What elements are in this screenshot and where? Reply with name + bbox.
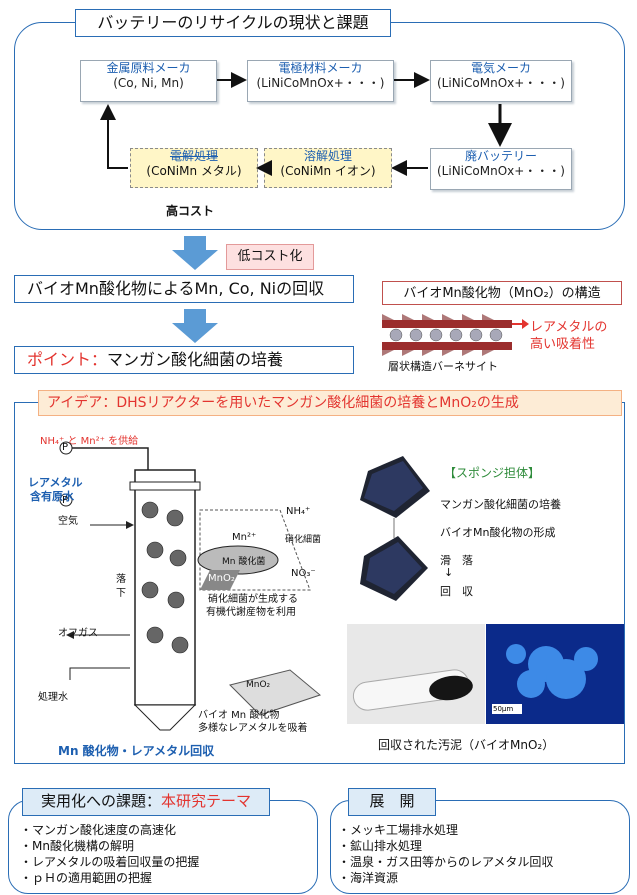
waste-battery-title: 廃バッテリー [464, 149, 537, 163]
point-text: マンガン酸化細菌の培養 [107, 350, 284, 369]
electrolysis-box: 電解処理 (CoNiMn メタル) [130, 148, 258, 188]
rare-metal-label-2: 高い吸着性 [530, 337, 596, 352]
offgas-label: オフガス [58, 628, 98, 639]
sludge-tube-photo [347, 624, 485, 724]
issues-list: マンガン酸化速度の高速化 Mn酸化機構の解明 レアメタルの吸着回収量の把握 ｐＨ… [20, 822, 199, 886]
structure-arrow [512, 319, 529, 329]
raw-water-label-1: レアメタル [28, 476, 83, 489]
idea-text: DHSリアクターを用いたマンガン酸化細菌の培養とMnO₂の生成 [116, 395, 519, 411]
electrolysis-title: 電解処理 [169, 149, 218, 163]
reactor-footer: Mn 酸化物・レアメタル回収 [58, 744, 215, 758]
electric-sub: (LiNiCoMnOx+・・・) [437, 76, 565, 90]
electrode-sub: (LiNiCoMnOx+・・・) [256, 76, 385, 90]
down-arrow-1 [172, 236, 218, 270]
dissolve-box: 溶解処理 (CoNiMn イオン) [264, 148, 392, 188]
list-item: レアメタルの吸着回収量の把握 [20, 854, 199, 870]
high-cost-label: 高コスト [166, 204, 215, 218]
sponge-title: 【スポンジ担体】 [444, 466, 541, 480]
list-item: メッキ工場排水処理 [338, 822, 553, 838]
dissolve-title: 溶解処理 [303, 149, 352, 163]
raw-material-title: 金属原料メーカ [106, 61, 191, 75]
list-item: マンガン酸化速度の高速化 [20, 822, 199, 838]
list-item: 海洋資源 [338, 870, 553, 886]
list-item: ｐＨの適用範囲の把握 [20, 870, 199, 886]
recycle-title: バッテリーのリサイクルの現状と課題 [75, 9, 391, 37]
dissolve-sub: (CoNiMn イオン) [280, 164, 376, 178]
idea-title: アイデア：DHSリアクターを用いたマンガン酸化細菌の培養とMnO₂の生成 [38, 390, 622, 416]
electrode-title: 電極材料メーカ [278, 61, 363, 75]
electrode-box: 電極材料メーカ (LiNiCoMnOx+・・・) [247, 60, 394, 102]
list-item: Mn酸化機構の解明 [20, 838, 199, 854]
rare-metal-label-1: レアメタルの [530, 320, 608, 335]
down-arrow-2 [172, 309, 218, 343]
arrow-electrolysis-to-raw [100, 104, 128, 169]
raw-water-label-2: 含有原水 [30, 490, 74, 503]
sponge-item-1: マンガン酸化細菌の培養 [440, 498, 561, 511]
reactor-caption-2: 有機代謝産物を利用 [206, 607, 296, 618]
issues-title-red: 本研究テーマ [161, 792, 252, 810]
air-label: 空気 [58, 516, 78, 527]
bio-mn-label-1: バイオ Mn 酸化物 [198, 710, 280, 721]
flow-arrows [100, 72, 512, 176]
microscope-photo [486, 624, 624, 724]
nh4-label: NH₄⁺ [286, 506, 311, 517]
mn2-label: Mn²⁺ [232, 532, 257, 543]
issues-title-sep: ： [145, 792, 161, 810]
pump-label-1: P [62, 442, 69, 453]
nitrifier-label: 硝化細菌 [285, 535, 322, 545]
electric-box: 電気メーカ (LiNiCoMnOx+・・・) [430, 60, 572, 102]
raw-material-box: 金属原料メーカ (Co, Ni, Mn) [80, 60, 217, 102]
develop-title: 展 開 [348, 788, 436, 816]
point-prefix: ポイント [27, 350, 92, 369]
bio-mn-label-2: 多様なレアメタルを吸着 [198, 723, 308, 734]
sponge-recover: 回 収 [440, 585, 473, 598]
fall-label-1: 落 [116, 574, 126, 585]
mno2-label-2: MnO₂ [246, 680, 271, 690]
sponge-fall: 滑 落 [440, 554, 473, 567]
develop-list: メッキ工場排水処理 鉱山排水処理 温泉・ガス田等からのレアメタル回収 海洋資源 [338, 822, 553, 886]
point-bar: ポイント：マンガン酸化細菌の培養 [14, 346, 354, 374]
dhs-reactor-diagram [59, 441, 322, 731]
waste-battery-sub: (LiNiCoMnOx+・・・) [437, 164, 565, 178]
issues-title-prefix: 実用化への課題 [40, 792, 146, 810]
lowcost-tag: 低コスト化 [226, 244, 314, 270]
mno2-label-1: MnO₂ [208, 573, 235, 584]
reactor-supply-label: NH₄⁺ と Mn²⁺ を供給 [40, 436, 139, 447]
reactor-caption-1: 硝化細菌が生成する [208, 594, 298, 605]
recovery-bar: バイオMn酸化物によるMn, Co, Niの回収 [14, 275, 354, 303]
issues-title: 実用化への課題：本研究テーマ [22, 788, 270, 816]
list-item: 温泉・ガス田等からのレアメタル回収 [338, 854, 553, 870]
birnessite-structure-image [382, 314, 512, 356]
idea-prefix: アイデア [47, 395, 103, 411]
birnessite-label: 層状構造バーネサイト [388, 360, 498, 373]
raw-material-sub: (Co, Ni, Mn) [113, 76, 184, 90]
micro-scale-label: 50μm [493, 705, 514, 713]
structure-title: バイオMn酸化物（MnO₂）の構造 [382, 281, 622, 305]
sponge-photo [360, 456, 430, 601]
pump-label-2: P [62, 495, 69, 506]
sludge-caption: 回収された汚泥（バイオMnO₂） [378, 738, 555, 752]
sponge-item-2: バイオMn酸化物の形成 [440, 526, 556, 539]
sponge-arrow: ↓ [444, 566, 454, 579]
electrolysis-sub: (CoNiMn メタル) [146, 164, 242, 178]
treated-water-label: 処理水 [38, 692, 68, 703]
waste-battery-box: 廃バッテリー (LiNiCoMnOx+・・・) [430, 148, 572, 190]
fall-label-2: 下 [116, 588, 126, 599]
mn-bacteria-label: Mn 酸化菌 [222, 557, 266, 567]
electric-title: 電気メーカ [470, 61, 531, 75]
point-sep: ： [91, 350, 108, 369]
list-item: 鉱山排水処理 [338, 838, 553, 854]
develop-panel [330, 800, 630, 894]
idea-sep: ： [102, 395, 117, 411]
no3-label: NO₃⁻ [291, 568, 316, 579]
